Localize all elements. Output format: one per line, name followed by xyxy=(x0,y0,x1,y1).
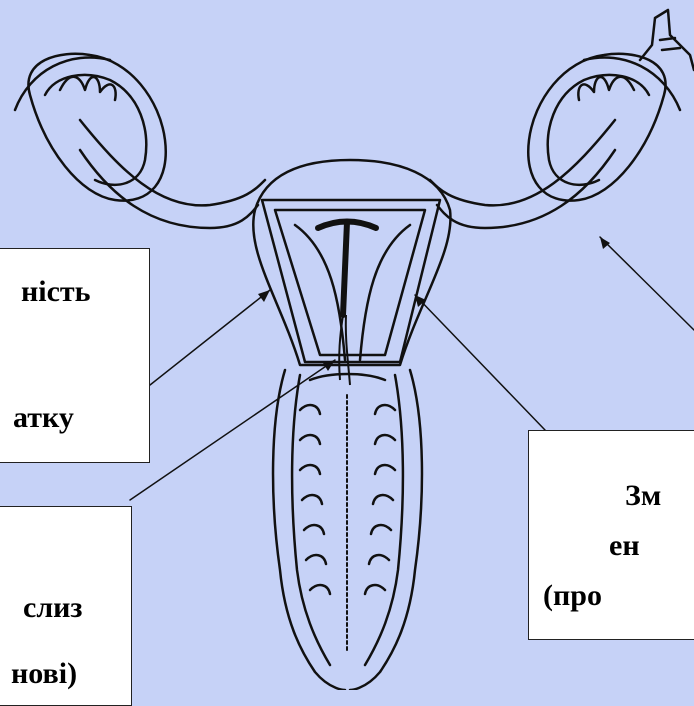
left-ovary-inner xyxy=(45,75,146,185)
pointer-right-upper xyxy=(600,237,694,330)
label-line: Зм xyxy=(625,479,661,514)
right-tube-lower xyxy=(437,150,615,228)
left-tube xyxy=(80,120,265,205)
pointer-right-lower xyxy=(415,295,545,430)
pointer-left-upper xyxy=(150,290,270,385)
right-tube xyxy=(430,120,615,205)
label-line: (про xyxy=(543,579,602,614)
label-line: ен xyxy=(609,529,640,564)
uterus-outer xyxy=(253,160,450,365)
label-box-left-lower: слиз нові) xyxy=(0,506,132,706)
vagina-right xyxy=(350,370,422,690)
label-line: атку xyxy=(13,401,74,436)
label-box-right-lower: Зм ен (про xyxy=(528,430,694,640)
vagina-left xyxy=(273,370,345,690)
label-box-left-upper: ність атку xyxy=(0,248,150,463)
label-line: слиз xyxy=(23,591,83,626)
left-tube-lower xyxy=(80,150,258,228)
label-line: ність xyxy=(21,275,91,310)
label-line: нові) xyxy=(11,657,77,692)
pointer-left-lower xyxy=(130,360,335,500)
right-ovary-inner xyxy=(548,75,649,185)
